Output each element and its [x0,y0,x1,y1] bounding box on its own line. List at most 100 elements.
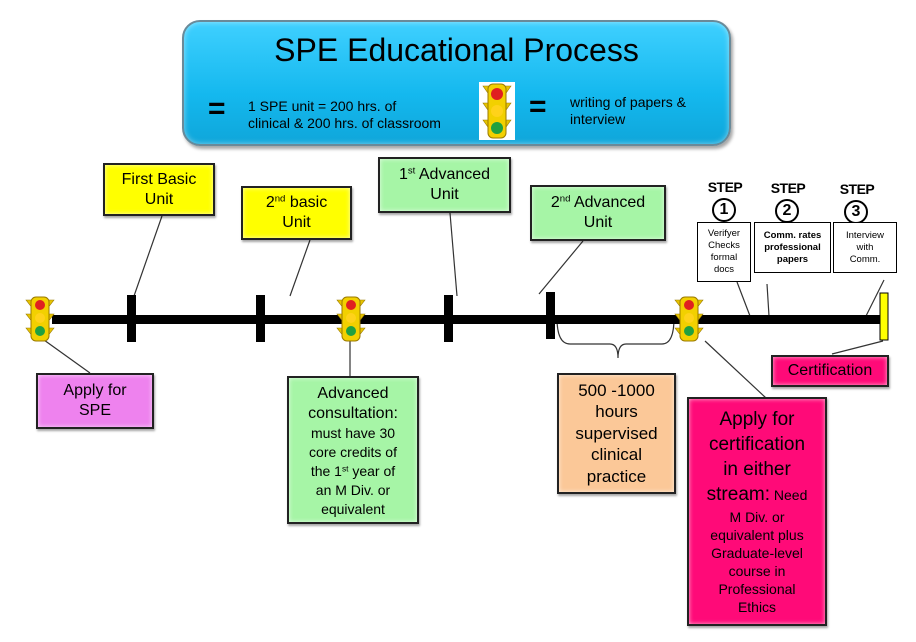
step-2-number: 2 [775,199,799,223]
ordinal-suffix: nd [559,193,571,205]
advanced-consultation-line: equivalent [321,500,385,517]
apply-spe-line2: SPE [78,402,111,419]
advanced-consultation-heading: Advanced [317,384,389,402]
certification-label: Certification [787,362,873,379]
first-basic-unit-line2: Unit [144,190,174,208]
step-3-label: STEP [839,181,875,197]
step-2-line: Comm. rates [763,229,822,241]
clinical-practice-line: practice [586,466,647,486]
ordinal-number: 2 [265,194,275,211]
text-segment: Need [770,487,808,503]
text-segment: the 1 [310,462,342,479]
advanced-consultation-heading: consultation: [308,404,398,422]
clinical-practice-line: 500 -1000 [578,380,655,400]
text-segment: year of [348,462,396,479]
advanced-consultation-line: core credits of [309,443,397,460]
ordinal-number: 1 [398,166,408,183]
connector-certification [831,340,884,355]
legend-equals-2: = [529,90,547,123]
first-advanced-unit-line1-rest: Advanced [415,166,491,183]
legend-unit-line1: 1 SPE unit = 200 hrs. of [248,98,397,114]
second-basic-unit-line1: 2nd basic [266,193,327,213]
apply-certification-line: M Div. or [729,509,785,525]
apply-for-spe-box: Apply for SPE [36,373,154,429]
second-basic-unit-line2: Unit [282,214,311,231]
advanced-consultation-line: an M Div. or [315,481,391,498]
clinical-practice-box: 500 -1000 hours supervised clinical prac… [557,373,676,494]
step-3-number: 3 [844,200,868,224]
step-3-box: Interview with Comm. [833,222,897,273]
apply-certification-line: Ethics [737,599,777,615]
first-basic-unit-box: First Basic Unit [103,163,215,216]
clinical-practice-line: hours [595,402,638,422]
second-advanced-unit-line1: 2nd Advanced [551,193,645,213]
step-3-line: Interview [845,229,884,241]
legend-papers-line2: interview [570,111,626,127]
second-advanced-unit-line1-rest: Advanced [570,194,646,211]
tick-second-basic [256,295,265,342]
title-banner: SPE Educational Process = 1 SPE unit = 2… [182,20,731,146]
timeline-bar [52,315,882,324]
step-3-line: with [856,241,874,253]
first-basic-unit-line1: First Basic [121,170,197,188]
apply-certification-line: equivalent plus [710,527,804,543]
legend-text-papers: writing of papers & interview [570,94,686,128]
connector-step1 [736,281,751,317]
ordinal-number: 2 [550,194,560,211]
connector-step2 [766,283,770,317]
connector-second-basic [289,239,311,297]
step-1-number: 1 [712,198,736,222]
connector-apply-spe [43,339,91,374]
certification-box: Certification [771,355,889,387]
second-advanced-unit-box: 2nd Advanced Unit [530,185,666,241]
apply-spe-line1: Apply for [63,382,127,399]
traffic-light-icon-start [25,296,55,342]
traffic-light-icon [482,83,512,139]
legend-equals-1: = [208,92,226,125]
ordinal-suffix: st [407,165,416,177]
traffic-light-icon-advanced [336,296,366,342]
clinical-practice-line: supervised [575,423,658,443]
connector-second-advanced [538,240,584,295]
legend-papers-line1: writing of papers & [570,94,686,110]
apply-certification-heading: stream: Need [707,482,808,508]
apply-certification-line: course in [728,563,786,579]
step-1-line: docs [713,264,735,275]
tick-first-basic [127,295,136,342]
brace-clinical-practice [556,317,675,359]
step-1-line: Checks [708,240,740,251]
connector-step3 [865,279,885,317]
second-basic-unit-line1-rest: basic [285,194,328,211]
advanced-consultation-line: must have 30 [310,424,396,441]
ordinal-suffix: nd [274,193,286,205]
connector-first-basic [133,215,163,297]
legend-traffic-light-icon [479,82,515,140]
legend-unit-line2: clinical & 200 hrs. of classroom [248,115,441,131]
step-1-line: Verifyer [707,228,741,239]
connector-apply-certification [704,340,767,399]
advanced-consultation-line: the 1st year of [311,462,395,481]
first-advanced-unit-box: 1st Advanced Unit [378,157,511,213]
step-2-line: professional [764,241,821,253]
step-2-box: Comm. rates professional papers [754,222,831,273]
ordinal-suffix: st [341,462,349,473]
apply-certification-line: Professional [718,581,796,597]
step-1-box: Verifyer Checks formal docs [697,222,751,282]
step-2-label: STEP [770,180,806,196]
step-1-label: STEP [707,179,743,195]
first-advanced-unit-line2: Unit [430,186,459,203]
second-basic-unit-box: 2nd basic Unit [241,186,352,240]
advanced-consultation-box: Advanced consultation: must have 30 core… [287,376,419,524]
step-2-line: papers [776,253,809,265]
connector-first-advanced [449,212,458,297]
apply-certification-heading: certification [708,434,806,455]
step-1-line: formal [710,252,738,263]
apply-certification-heading: Apply for [719,409,795,430]
tick-first-advanced [444,295,453,342]
tick-second-advanced [546,292,555,339]
page-title: SPE Educational Process [274,32,639,68]
legend-text-unit: 1 SPE unit = 200 hrs. of clinical & 200 … [248,98,441,132]
text-segment: stream: [706,484,770,505]
clinical-practice-line: clinical [590,445,643,465]
